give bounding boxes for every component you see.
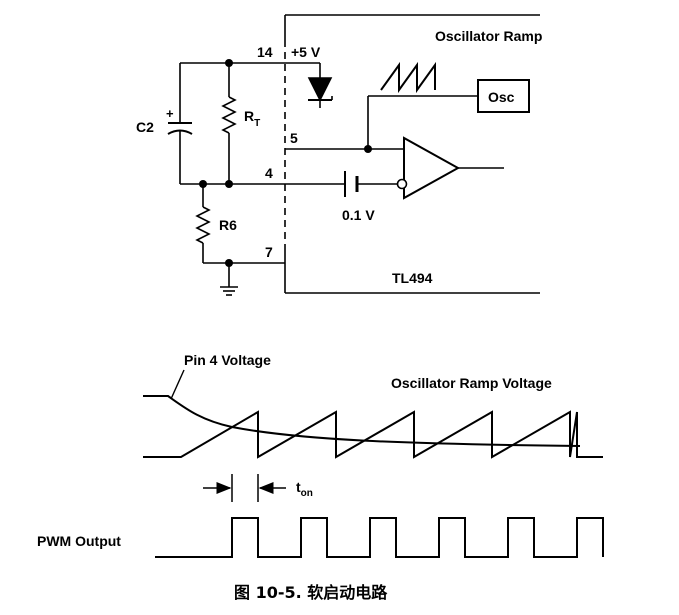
pin4-net bbox=[180, 171, 398, 197]
ground-symbol bbox=[220, 263, 238, 296]
c2-plus: + bbox=[166, 106, 174, 121]
pin4-leader bbox=[170, 369, 185, 400]
rt-label: RT bbox=[244, 108, 260, 129]
capacitor-c2 bbox=[167, 63, 193, 184]
resistor-rt bbox=[221, 63, 237, 184]
junction-dots bbox=[199, 59, 372, 267]
oscillator-ramp-trace bbox=[143, 410, 603, 459]
chip-boundary bbox=[284, 14, 540, 294]
pwm-output-label: PWM Output bbox=[37, 533, 121, 549]
pin14-label: 14 bbox=[257, 44, 273, 60]
pin4-voltage-label: Pin 4 Voltage bbox=[184, 352, 271, 368]
ton-marker bbox=[203, 474, 286, 502]
chip-label: TL494 bbox=[392, 270, 433, 286]
bias-label: 0.1 V bbox=[342, 207, 375, 223]
pwm-output-trace bbox=[155, 517, 604, 558]
ramp-voltage-label: Oscillator Ramp Voltage bbox=[391, 375, 552, 391]
schematic bbox=[167, 14, 540, 296]
figure-caption: 图 10-5. 软启动电路 bbox=[234, 583, 388, 602]
clamp-diode bbox=[307, 77, 333, 108]
c2-label: C2 bbox=[136, 119, 154, 135]
pin14-rail bbox=[180, 62, 321, 78]
waveforms bbox=[143, 369, 604, 558]
pin4-label: 4 bbox=[265, 165, 273, 181]
sawtooth-icon bbox=[380, 61, 436, 94]
oscillator-ramp-title: Oscillator Ramp bbox=[435, 28, 542, 44]
osc-label: Osc bbox=[488, 89, 515, 105]
pin5-net bbox=[285, 95, 478, 150]
pin4-voltage-trace bbox=[143, 395, 581, 447]
pin7-label: 7 bbox=[265, 244, 273, 260]
r6-label: R6 bbox=[219, 217, 237, 233]
ton-label: ton bbox=[296, 479, 313, 499]
supply-label: +5 V bbox=[291, 44, 321, 60]
comparator bbox=[396, 136, 504, 200]
pin5-label: 5 bbox=[290, 130, 298, 146]
osc-box bbox=[477, 79, 530, 113]
